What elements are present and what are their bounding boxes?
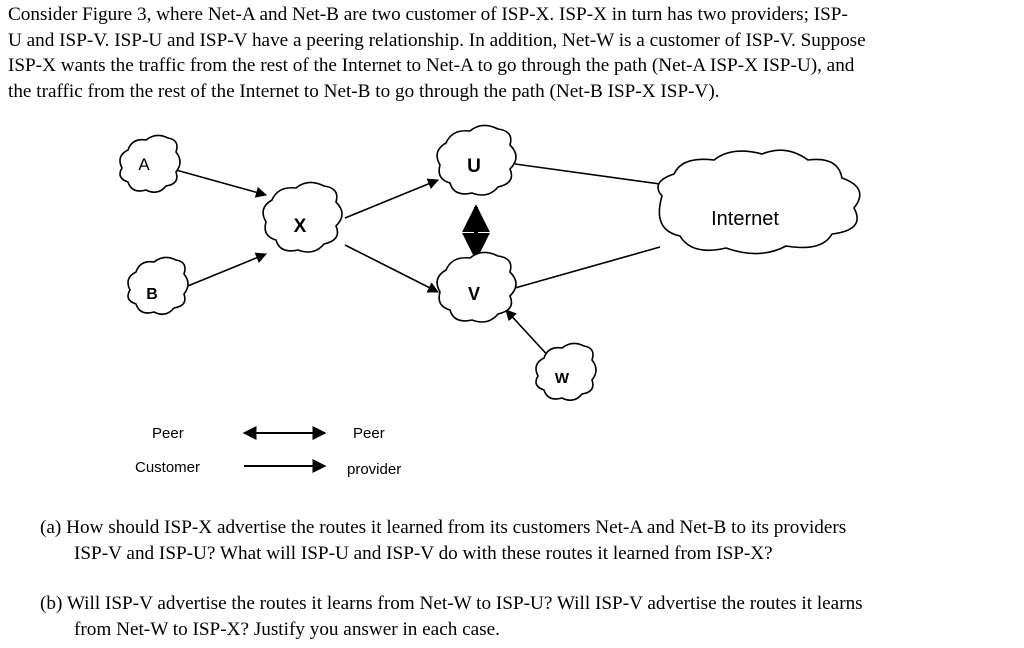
- link-u-to-internet: [514, 163, 661, 185]
- question-a: (a) How should ISP-X advertise the route…: [40, 515, 1000, 567]
- isp-x-label: X: [294, 216, 307, 237]
- network-links: [175, 163, 661, 361]
- isp-u-label: U: [467, 156, 481, 177]
- problem-statement: Consider Figure 3, where Net-A and Net-B…: [8, 2, 1018, 104]
- net-b-label: B: [146, 286, 158, 303]
- cloud-isp-x: X: [262, 181, 343, 253]
- question-b-line-1: (b) Will ISP-V advertise the routes it l…: [40, 593, 863, 614]
- problem-statement-line-1: Consider Figure 3, where Net-A and Net-B…: [8, 4, 848, 25]
- net-a-label: A: [138, 155, 150, 174]
- problem-statement-line-3: ISP-X wants the traffic from the rest of…: [8, 55, 855, 76]
- net-w-label: W: [555, 370, 570, 387]
- link-x-to-u: [344, 178, 440, 219]
- link-x-to-v: [344, 244, 439, 293]
- legend-provider-label: provider: [347, 461, 401, 478]
- question-b-line-2: from Net-W to ISP-X? Justify you answer …: [74, 619, 500, 640]
- link-w-to-v: [505, 309, 553, 361]
- cloud-net-b: B: [127, 256, 189, 316]
- link-a-to-x: [175, 169, 268, 198]
- link-v-to-internet: [514, 246, 661, 289]
- question-a-line-1: (a) How should ISP-X advertise the route…: [40, 517, 847, 538]
- cloud-isp-u: U: [436, 124, 517, 196]
- cloud-net-w: W: [535, 342, 597, 402]
- cloud-isp-v: V: [436, 251, 517, 323]
- cloud-internet: Internet: [657, 149, 861, 255]
- cloud-net-a: A: [119, 134, 181, 194]
- legend-peer-left-label: Peer: [152, 425, 184, 442]
- link-b-to-x: [177, 252, 268, 291]
- question-b: (b) Will ISP-V advertise the routes it l…: [40, 591, 1000, 643]
- isp-v-label: V: [468, 284, 480, 304]
- problem-statement-line-2: U and ISP-V. ISP-U and ISP-V have a peer…: [8, 29, 866, 51]
- legend-peer-right-label: Peer: [353, 425, 385, 442]
- question-a-line-2: ISP-V and ISP-U? What will ISP-U and ISP…: [74, 543, 773, 564]
- legend-customer-label: Customer: [135, 459, 200, 476]
- internet-label: Internet: [711, 208, 779, 230]
- figure-legend: Peer Peer Customer provider: [135, 425, 401, 478]
- problem-statement-line-4: the traffic from the rest of the Interne…: [8, 80, 720, 102]
